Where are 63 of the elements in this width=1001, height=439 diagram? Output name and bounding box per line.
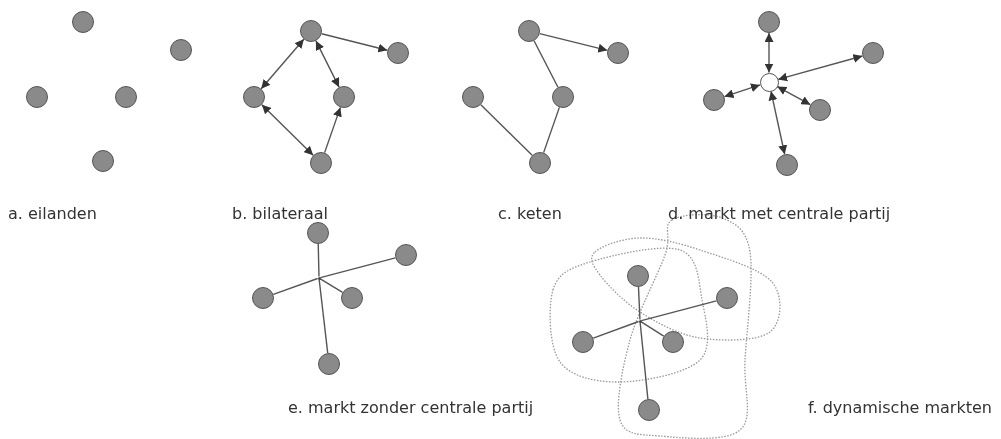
connector-line — [319, 278, 344, 293]
node-circle — [662, 331, 684, 353]
node-circle — [518, 20, 540, 42]
node-circle — [92, 150, 114, 172]
node-circle — [862, 42, 884, 64]
connector-line — [639, 321, 649, 400]
node-circle — [387, 42, 409, 64]
arrow — [320, 33, 389, 53]
connector-line — [318, 278, 329, 354]
node-circle — [703, 89, 725, 111]
connector-line — [319, 257, 397, 279]
node-circle — [72, 11, 94, 33]
node-circle — [170, 39, 192, 61]
node-circle — [758, 11, 780, 33]
arrow — [261, 104, 314, 156]
node-circle — [776, 154, 798, 176]
arrow — [538, 32, 609, 53]
node-circle — [607, 42, 629, 64]
node-circle — [552, 86, 574, 108]
node-circle — [318, 353, 340, 375]
arrow — [768, 90, 788, 155]
connector-line — [640, 321, 665, 337]
node-circle — [572, 331, 594, 353]
node-circle — [333, 86, 355, 108]
node-circle — [26, 86, 48, 108]
panel-caption: f. dynamische markten — [808, 398, 992, 417]
connector-line — [533, 40, 559, 88]
node-circle — [529, 152, 551, 174]
arrow — [323, 106, 342, 154]
node-circle — [243, 86, 265, 108]
node-circle — [341, 287, 363, 309]
node-circle — [716, 287, 738, 309]
node-circle — [115, 86, 137, 108]
connector-line — [637, 286, 641, 321]
node-circle — [809, 99, 831, 121]
panel-caption: e. markt zonder centrale partij — [288, 398, 534, 417]
connector-line — [272, 277, 319, 295]
connector-line — [480, 104, 533, 156]
arrow — [723, 83, 761, 99]
hub-circle — [759, 72, 779, 92]
node-circle — [307, 222, 329, 244]
node-circle — [395, 244, 417, 266]
arrow — [776, 85, 812, 106]
arrow — [315, 40, 340, 88]
node-circle — [638, 399, 660, 421]
connector-line — [640, 300, 718, 322]
connector-line — [542, 106, 561, 154]
arrow — [777, 54, 864, 82]
junction-point — [638, 319, 642, 323]
node-circle — [252, 287, 274, 309]
panel-caption: b. bilateraal — [232, 204, 328, 223]
junction-point — [317, 276, 321, 280]
node-circle — [300, 20, 322, 42]
connector-line — [317, 243, 320, 278]
node-circle — [462, 86, 484, 108]
arrow — [260, 38, 305, 90]
node-circle — [627, 265, 649, 287]
connector-line — [592, 320, 640, 339]
panel-caption: a. eilanden — [8, 204, 97, 223]
arrow — [764, 32, 774, 74]
panel-caption: d. markt met centrale partij — [668, 204, 891, 223]
panel-caption: c. keten — [498, 204, 562, 223]
node-circle — [310, 152, 332, 174]
